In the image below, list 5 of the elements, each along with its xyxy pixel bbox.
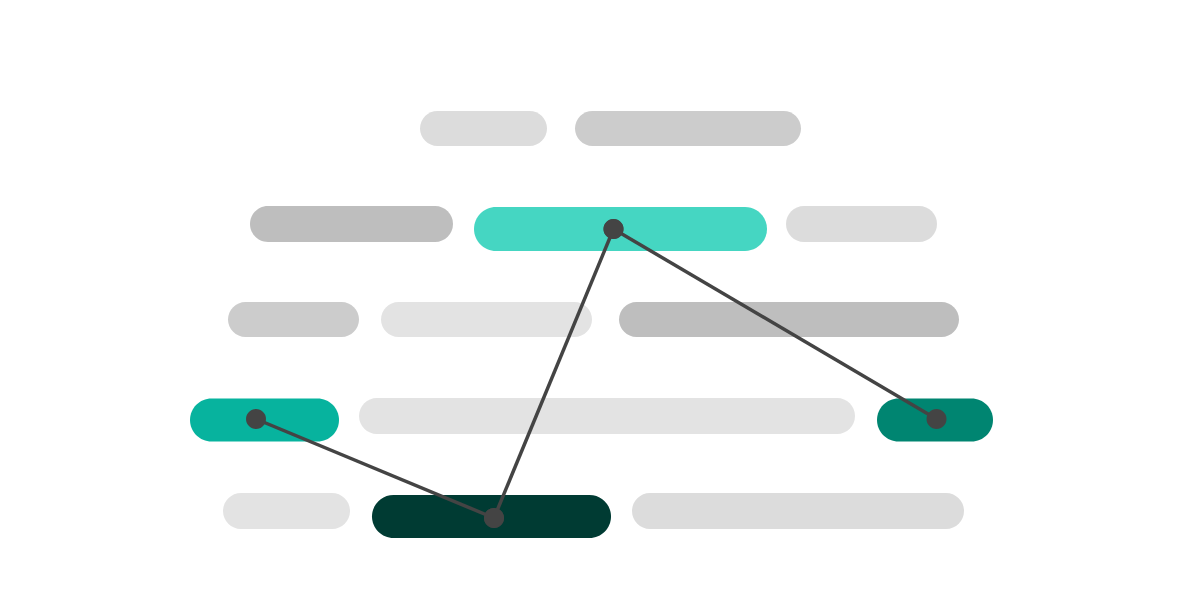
connector-line [603, 219, 947, 429]
rounded-bar [190, 398, 339, 442]
rounded-bar [877, 398, 993, 442]
rounded-bar [372, 495, 611, 538]
rounded-bar [474, 207, 767, 251]
